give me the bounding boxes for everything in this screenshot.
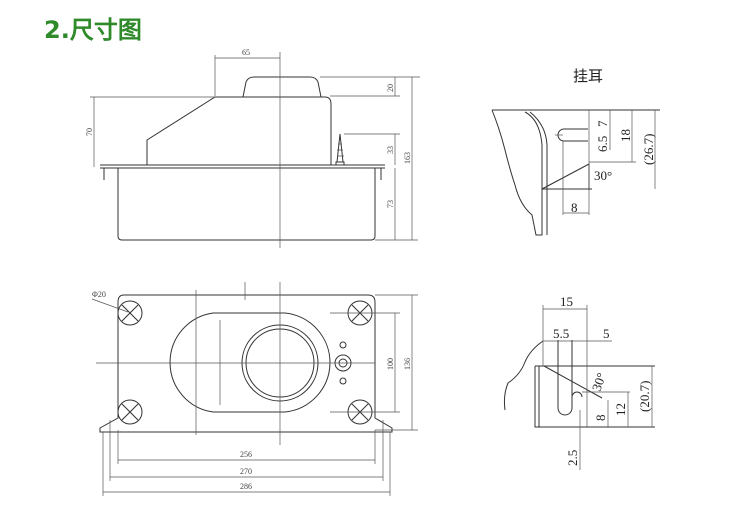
ear-label: 挂耳 [573, 67, 603, 85]
dim-73: 73 [386, 200, 395, 208]
dim-100: 100 [386, 358, 395, 370]
ear-detail-top: 挂耳 8 30° 7 6.5 18 (26.7) [491, 67, 660, 236]
dim-33: 33 [386, 146, 395, 154]
dim-256: 256 [240, 450, 252, 459]
dim-270: 270 [240, 467, 252, 476]
page-title: 2.尺寸图 [44, 16, 142, 44]
dim-70: 70 [85, 128, 94, 136]
ear1-dim-6-5: 6.5 [595, 136, 610, 152]
dim-286: 286 [240, 482, 252, 491]
ear2-dim-5: 5 [603, 326, 610, 341]
ear2-dim-2-5: 2.5 [565, 450, 580, 466]
ear2-dim-20-7: (20.7) [637, 381, 652, 412]
ear1-dim-8: 8 [571, 200, 578, 215]
ear2-dim-12: 12 [613, 403, 628, 416]
front-view: 65 20 33 73 163 70 [85, 48, 420, 248]
dim-20: 20 [386, 84, 395, 92]
ear2-dim-5-5: 5.5 [553, 326, 569, 341]
ear2-dim-15: 15 [560, 294, 573, 309]
dim-163: 163 [403, 152, 412, 164]
ear1-dim-18: 18 [618, 129, 633, 142]
ear-detail-bottom: 15 5.5 5 30° 8 12 (20.7) 2.5 [503, 294, 655, 470]
dim-136: 136 [403, 358, 412, 370]
ear2-dim-30: 30° [589, 371, 609, 393]
top-view: Φ20 100 136 256 270 286 [91, 282, 418, 496]
dim-65: 65 [242, 48, 250, 57]
dim-phi20: Φ20 [92, 290, 106, 299]
ear1-dim-30: 30° [594, 168, 612, 183]
ear2-dim-8: 8 [593, 415, 608, 422]
ear1-dim-7: 7 [595, 120, 610, 127]
ear1-dim-26-7: (26.7) [641, 134, 656, 165]
